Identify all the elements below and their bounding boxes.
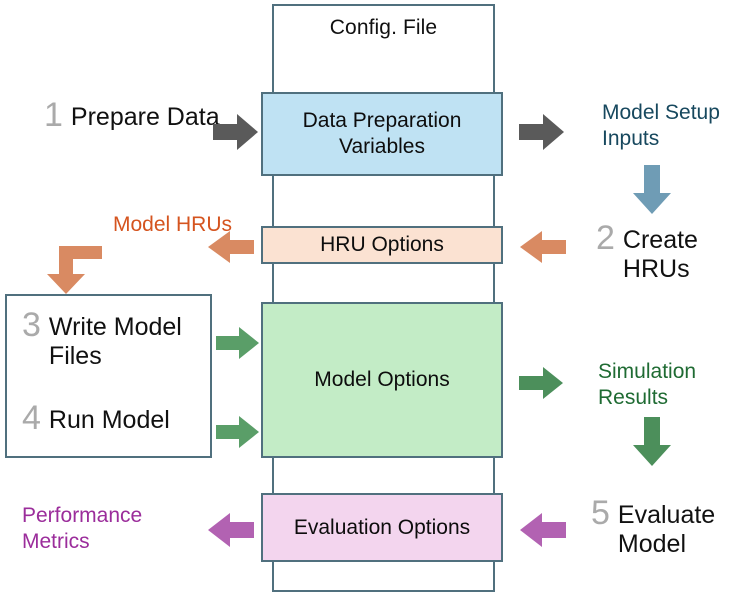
block-label: Model Options — [314, 368, 450, 392]
config-file-title: Config. File — [329, 16, 438, 39]
arrow-left-purple-performance-metrics-icon — [207, 510, 255, 550]
step-label: Evaluate Model — [617, 501, 716, 558]
arrow-left-orange-create-hrus-icon — [519, 228, 567, 266]
output-performance-metrics: Performance Metrics — [22, 504, 143, 554]
arrow-right-green-run-model-icon — [216, 414, 260, 450]
step-number: 2 — [596, 219, 615, 257]
arrow-down-green-icon — [630, 417, 674, 467]
arrow-left-orange-model-hrus-icon — [207, 228, 255, 266]
step-label: Write Model Files — [48, 313, 182, 370]
step-label: Run Model — [48, 406, 170, 434]
block-hru-options[interactable]: HRU Options — [261, 226, 503, 264]
block-data-preparation-variables[interactable]: Data Preparation Variables — [261, 92, 503, 176]
step-number: 3 — [22, 306, 41, 344]
block-label: Data Preparation Variables — [302, 109, 462, 158]
step-prepare-data: 1 Prepare Data — [44, 96, 234, 134]
step-number: 4 — [22, 399, 41, 437]
arrow-right-green-simulation-results-icon — [519, 365, 565, 401]
step-number: 5 — [591, 494, 610, 532]
arrow-left-purple-evaluate-model-icon — [519, 510, 567, 550]
arrow-right-gray-prepare-data-icon — [213, 110, 259, 154]
arrow-elbow-down-orange-icon — [44, 243, 104, 295]
output-model-hrus: Model HRUs — [112, 213, 232, 236]
step-write-model-files: 3 Write Model Files — [22, 306, 202, 370]
arrow-down-blue-icon — [630, 165, 674, 215]
output-simulation-results: Simulation Results — [598, 360, 697, 410]
write-and-run-group-box — [5, 294, 212, 458]
step-label: Create HRUs — [622, 226, 698, 283]
step-run-model: 4 Run Model — [22, 399, 202, 437]
output-model-setup-inputs: Model Setup Inputs — [602, 101, 720, 151]
block-model-options[interactable]: Model Options — [261, 302, 503, 458]
arrow-right-gray-model-setup-icon — [519, 110, 565, 154]
step-number: 1 — [44, 96, 63, 134]
block-evaluation-options[interactable]: Evaluation Options — [261, 493, 503, 562]
config-file-container — [272, 4, 495, 592]
block-label: HRU Options — [320, 233, 444, 257]
arrow-right-green-write-model-files-icon — [216, 325, 260, 361]
step-create-hrus: 2 Create HRUs — [596, 219, 746, 283]
block-label: Evaluation Options — [293, 515, 471, 539]
step-evaluate-model: 5 Evaluate Model — [591, 494, 741, 558]
step-label: Prepare Data — [70, 103, 220, 131]
